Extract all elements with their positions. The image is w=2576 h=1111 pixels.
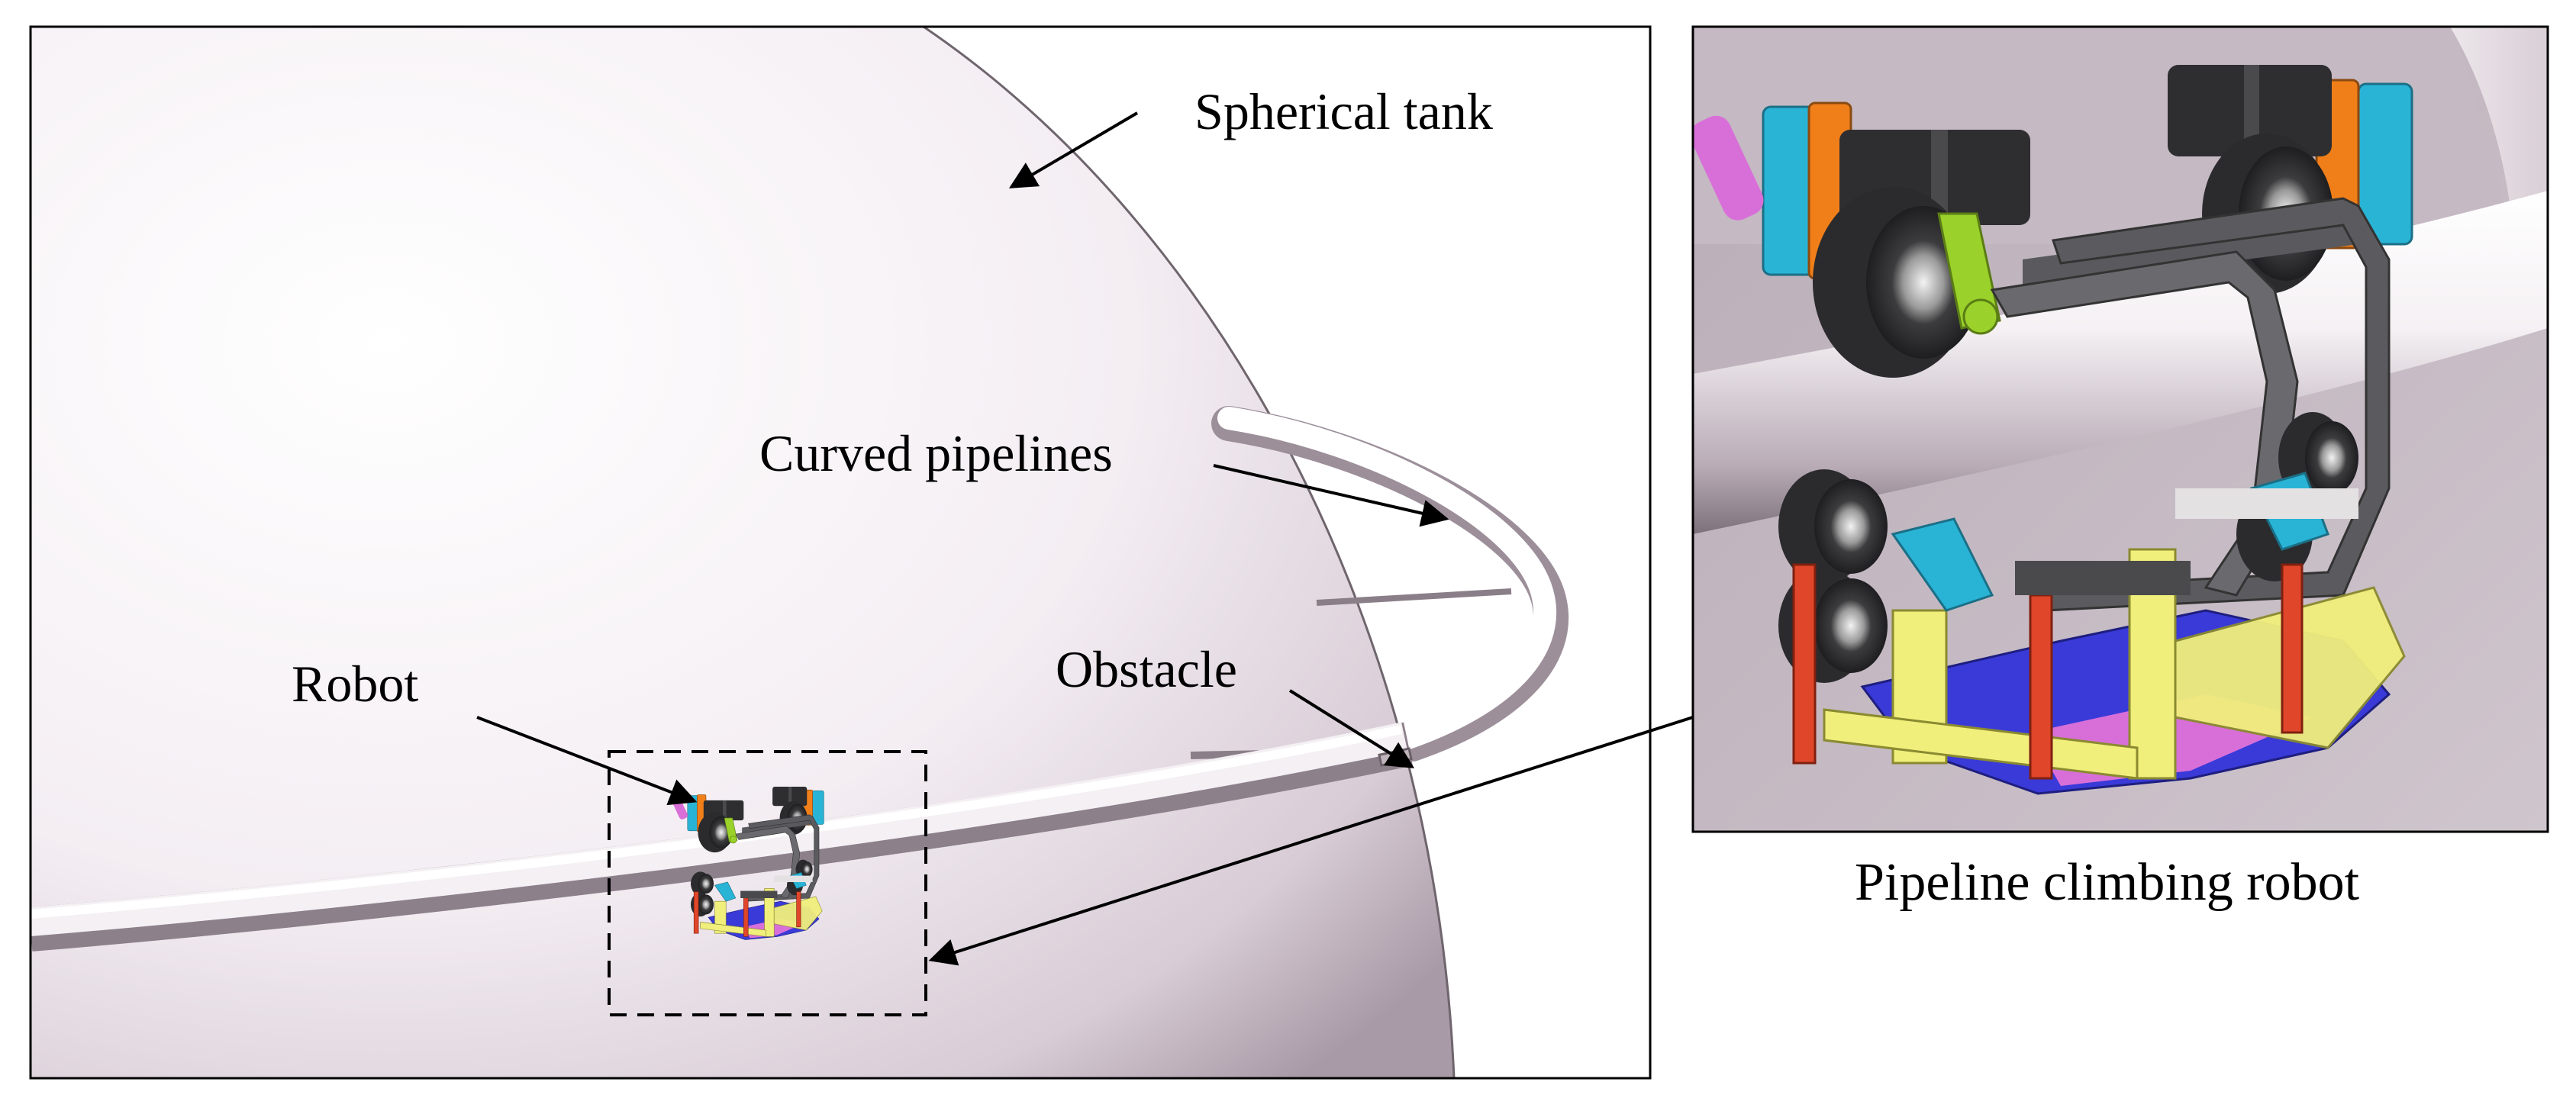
- detail-panel: [1691, 25, 2549, 833]
- detail-frame: [1691, 25, 2549, 833]
- label-robot: Robot: [292, 655, 419, 713]
- label-spherical-tank: Spherical tank: [1195, 82, 1493, 140]
- detail-pipe: [1693, 191, 2548, 534]
- main-pipe-highlight: [31, 725, 1403, 919]
- robot-arrow: [476, 716, 698, 806]
- main-pipe: [31, 722, 1407, 936]
- ring-pipe-back: [1217, 407, 1557, 750]
- pipes-arrow: [1213, 464, 1449, 527]
- caption-pipeline-climbing-robot: Pipeline climbing robot: [1855, 853, 2360, 912]
- tank-arrow: [1008, 111, 1139, 188]
- label-obstacle: Obstacle: [1056, 640, 1237, 698]
- overview-panel: [29, 25, 1694, 1080]
- support-rod: [1316, 588, 1512, 606]
- tank-outline: [923, 27, 1456, 1078]
- overview-frame: [29, 25, 1652, 1080]
- pipeline-robot-detail-icon: [1693, 65, 2413, 795]
- label-curved-pipelines: Curved pipelines: [759, 424, 1113, 482]
- zoom-box: [608, 750, 927, 1016]
- obstacle-arrow: [1288, 689, 1415, 768]
- detail-sphere: [2450, 27, 2548, 214]
- zoom-link-arrow: [928, 716, 1694, 966]
